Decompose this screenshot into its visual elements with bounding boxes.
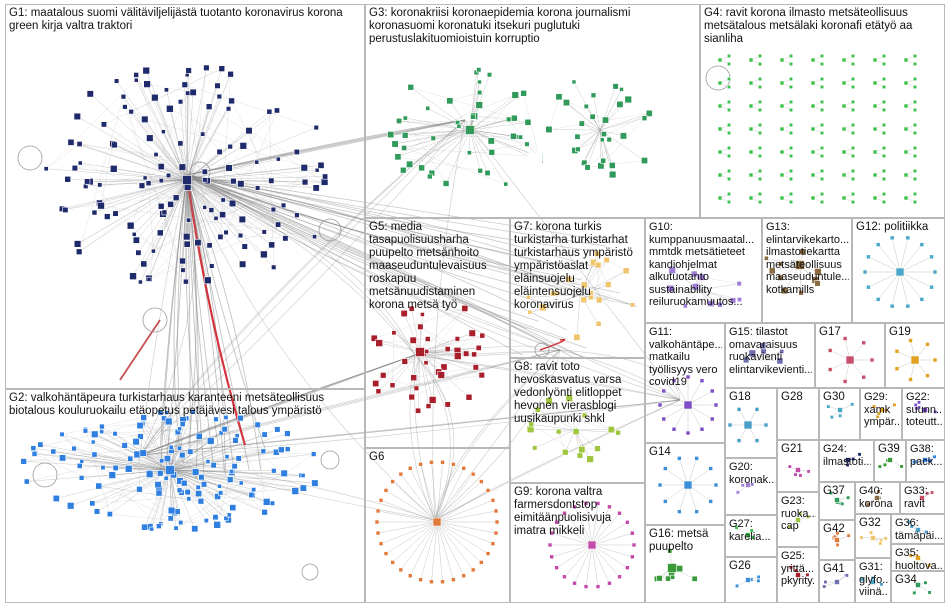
- group-label-g5: G5: media tasapuolisuusharha puupelto me…: [369, 221, 507, 312]
- group-label-g30: G30: [823, 391, 857, 404]
- group-label-g11: G11: valkohäntäpe... matkailu työllisyys…: [649, 326, 722, 389]
- group-label-g39: G39: [878, 443, 903, 456]
- group-label-g18: G18: [729, 391, 774, 404]
- group-label-g29: G29: xamk ympär...: [864, 391, 899, 429]
- group-cell-g29: G29: xamk ympär...: [860, 388, 902, 440]
- group-label-g24: G24: ilmastoti...: [823, 443, 871, 468]
- group-label-g13: G13: elintarvikekarto... ilmastotiekartt…: [766, 221, 849, 296]
- group-cell-g13: G13: elintarvikekarto... ilmastotiekartt…: [762, 218, 852, 323]
- group-cell-g34: G34: [891, 571, 945, 603]
- group-cell-g38: G38: pack...: [906, 440, 945, 482]
- group-cell-g23: G23: ruoka... cap: [777, 492, 819, 547]
- group-cell-g3: G3: koronakriisi koronaepidemia korona j…: [365, 4, 700, 218]
- group-label-g7: G7: korona turkis turkistarha turkistarh…: [514, 221, 642, 312]
- group-cell-g30: G30: [819, 388, 860, 440]
- group-label-g16: G16: metsä puupelto: [649, 528, 722, 554]
- group-label-g2: G2: valkohäntäpeura turkistarhaus karant…: [9, 392, 362, 418]
- group-label-g21: G21: [781, 443, 816, 456]
- group-cell-g33: G33: ravit: [900, 482, 945, 514]
- group-label-g4: G4: ravit korona ilmasto metsäteollisuus…: [704, 7, 942, 46]
- group-cell-g18: G18: [725, 388, 777, 458]
- group-label-g1: G1: maatalous suomi välitäviljelijästä t…: [9, 7, 362, 33]
- group-cell-g10: G10: kumppanuusmaatal... mmtdk metsätiet…: [645, 218, 762, 323]
- group-label-g14: G14: [649, 446, 722, 459]
- group-cell-g14: G14: [645, 443, 725, 525]
- group-cell-g35: G35: huoltova...: [891, 544, 945, 571]
- group-cell-g2: G2: valkohäntäpeura turkistarhaus karant…: [5, 389, 365, 603]
- group-cell-g37: G37: [819, 482, 855, 520]
- group-label-g32: G32: [859, 517, 888, 530]
- group-label-g34: G34: [895, 574, 942, 587]
- group-label-g37: G37: [823, 485, 852, 498]
- group-label-g23: G23: ruoka... cap: [781, 495, 816, 533]
- group-cell-g27: G27: karelia...: [725, 515, 777, 557]
- group-cell-g22: G22: suunn... toteutt...: [902, 388, 945, 440]
- group-cell-g4: G4: ravit korona ilmasto metsäteollisuus…: [700, 4, 945, 218]
- group-label-g38: G38: pack...: [910, 443, 942, 468]
- group-label-g17: G17: [819, 326, 882, 339]
- group-cell-g24: G24: ilmastoti...: [819, 440, 874, 482]
- group-label-g15: G15: tilastot omavaraisuus ruokavienti e…: [729, 326, 812, 376]
- group-cell-g20: G20: koronak...: [725, 458, 777, 515]
- group-cell-g31: G31: glyfo... viinä...: [855, 558, 891, 603]
- group-label-g33: G33: ravit: [904, 485, 942, 510]
- group-cell-g19: G19: [885, 323, 945, 388]
- group-cell-g16: G16: metsä puupelto: [645, 525, 725, 603]
- group-label-g8: G8: ravit toto hevoskasvatus varsa vedon…: [514, 361, 642, 426]
- group-label-g10: G10: kumppanuusmaatal... mmtdk metsätiet…: [649, 221, 759, 309]
- group-cell-g12: G12: politiikka: [852, 218, 945, 323]
- group-label-g3: G3: koronakriisi koronaepidemia korona j…: [369, 7, 697, 46]
- group-cell-g42: G42: [819, 520, 855, 560]
- group-cell-g8: G8: ravit toto hevoskasvatus varsa vedon…: [510, 358, 645, 483]
- group-label-g28: G28: [781, 391, 816, 404]
- group-label-g19: G19: [889, 326, 942, 339]
- group-label-g36: G36: tämäpäi...: [895, 517, 942, 542]
- group-label-g22: G22: suunn... toteutt...: [906, 391, 942, 429]
- group-label-g31: G31: glyfo... viinä...: [859, 561, 888, 599]
- group-cell-g1: G1: maatalous suomi välitäviljelijästä t…: [5, 4, 365, 389]
- group-label-g6: G6: [369, 451, 507, 464]
- group-label-g41: G41: [823, 563, 852, 576]
- group-label-g35: G35: huoltova...: [895, 547, 942, 572]
- group-cell-g41: G41: [819, 560, 855, 603]
- group-label-g27: G27: karelia...: [729, 518, 774, 543]
- group-cell-g17: G17: [815, 323, 885, 388]
- group-label-g26: G26: [729, 560, 774, 573]
- group-cell-g28: G28: [777, 388, 819, 440]
- group-cell-g11: G11: valkohäntäpe... matkailu työllisyys…: [645, 323, 725, 443]
- group-cell-g15: G15: tilastot omavaraisuus ruokavienti e…: [725, 323, 815, 388]
- group-cell-g40: G40: korona: [855, 482, 900, 514]
- group-cell-g26: G26: [725, 557, 777, 603]
- group-label-g25: G25: yrittä... pkyrity...: [781, 550, 816, 588]
- group-cell-g7: G7: korona turkis turkistarha turkistarh…: [510, 218, 645, 358]
- group-label-g20: G20: koronak...: [729, 461, 774, 486]
- group-cell-g9: G9: korona valtra farmersdontstop eimitä…: [510, 483, 645, 603]
- group-cell-g36: G36: tämäpäi...: [891, 514, 945, 544]
- group-cell-g5: G5: media tasapuolisuusharha puupelto me…: [365, 218, 510, 448]
- group-label-g40: G40: korona: [859, 485, 897, 510]
- group-cell-g6: G6: [365, 448, 510, 603]
- group-cell-g39: G39: [874, 440, 906, 482]
- group-label-g12: G12: politiikka: [856, 221, 942, 234]
- group-cell-g25: G25: yrittä... pkyrity...: [777, 547, 819, 603]
- group-cell-g21: G21: [777, 440, 819, 492]
- group-cell-g32: G32: [855, 514, 891, 558]
- group-label-g9: G9: korona valtra farmersdontstop eimitä…: [514, 486, 642, 538]
- group-label-g42: G42: [823, 523, 852, 536]
